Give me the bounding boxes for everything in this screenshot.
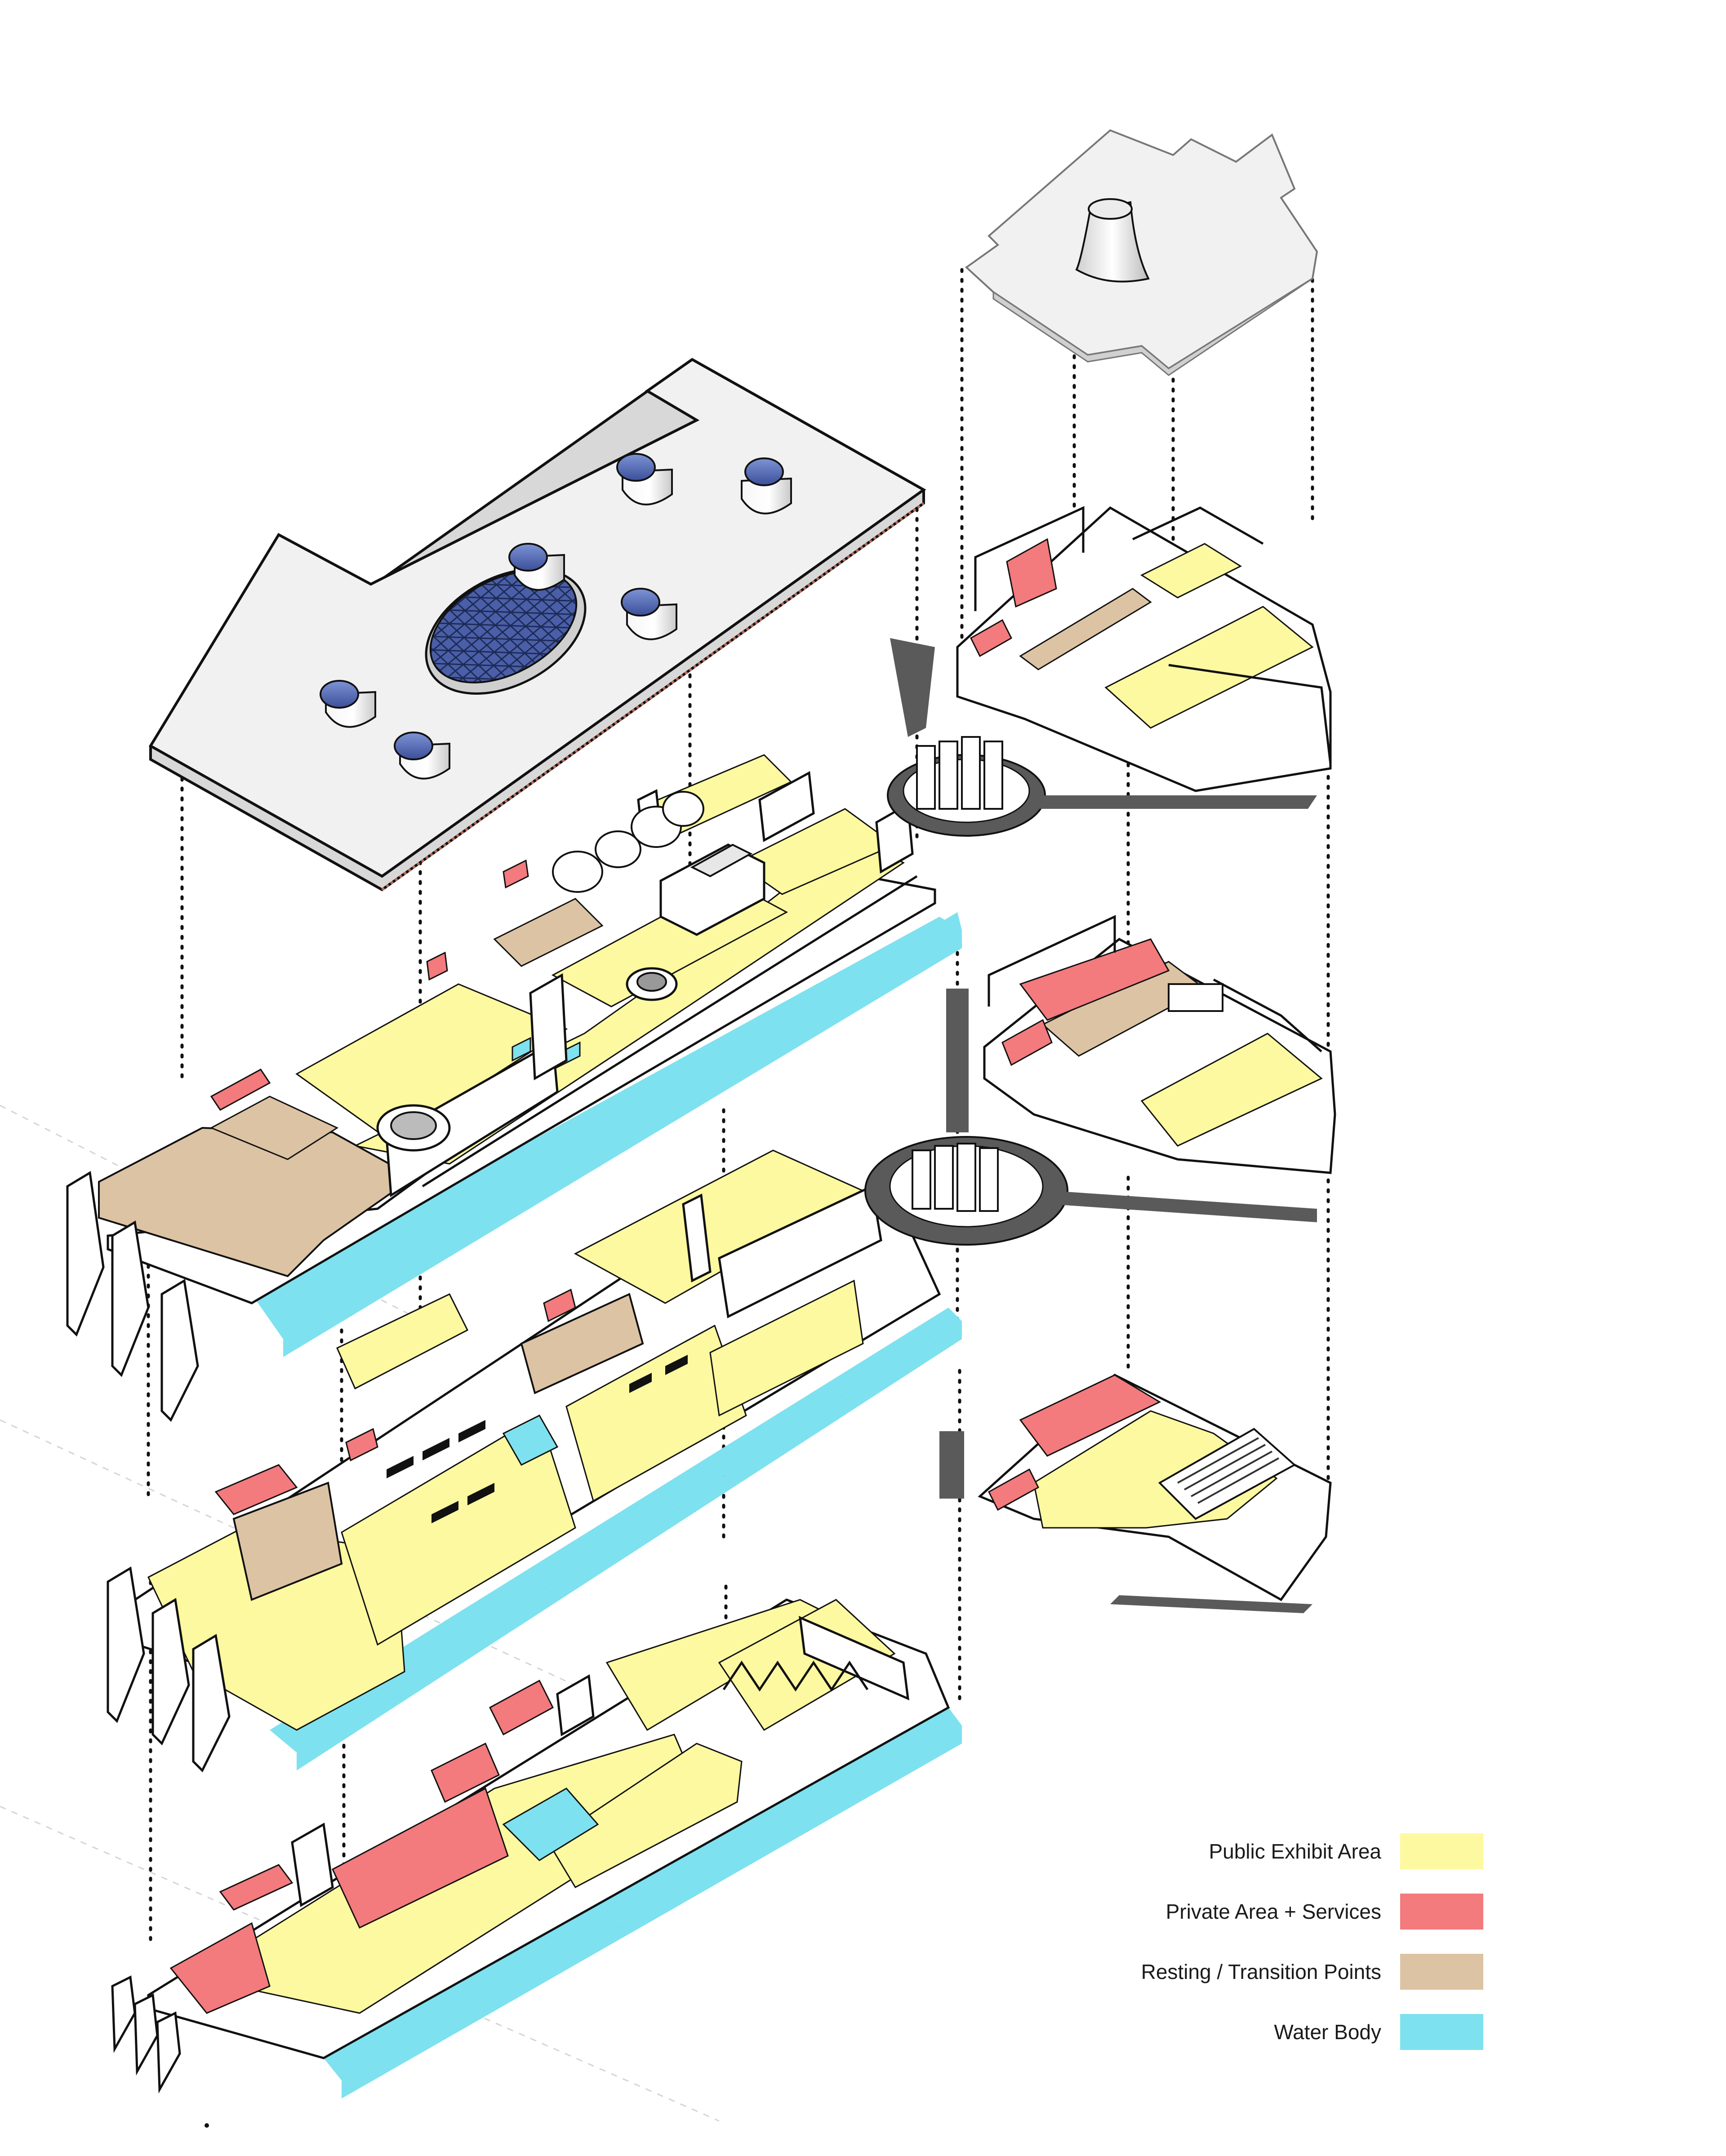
legend-label: Public Exhibit Area (1209, 1840, 1381, 1863)
circulation-core-middle (864, 989, 1317, 1246)
tower-floor-1 (978, 1374, 1332, 1613)
cylinder-skylight (621, 588, 677, 640)
legend-swatch-private (1400, 1894, 1483, 1930)
legend-swatch-water (1400, 2014, 1483, 2050)
tower-floor-2 (983, 915, 1336, 1174)
cylinder-skylight (320, 680, 376, 728)
cylinder-skylight (616, 453, 673, 506)
legend-item-water-body: Water Body (1034, 2014, 1483, 2050)
legend-item-private-area-services: Private Area + Services (1034, 1894, 1483, 1930)
circulation-core-lower (939, 1431, 964, 1499)
legend-item-resting-transition-points: Resting / Transition Points (1034, 1954, 1483, 1990)
legend-swatch-public (1400, 1833, 1483, 1869)
legend-swatch-resting (1400, 1954, 1483, 1990)
main-roof (148, 358, 926, 892)
legend-label: Water Body (1274, 2020, 1381, 2044)
tower-floor-3 (956, 506, 1332, 792)
tower-roof (965, 129, 1318, 376)
cylinder-skylight (741, 457, 792, 515)
main-floor-3 (66, 754, 962, 1422)
main-floor-1 (111, 1598, 962, 2098)
cone-skylight (1075, 198, 1150, 283)
skylight-dome (425, 568, 587, 695)
main-floor-2 (107, 1149, 962, 1773)
legend-label: Resting / Transition Points (1141, 1960, 1381, 1983)
cylinder-skylight (508, 543, 565, 591)
circulation-core-upper (887, 638, 1317, 837)
legend-item-public-exhibit-area: Public Exhibit Area (1034, 1833, 1483, 1869)
cylinder-skylight (394, 732, 450, 780)
legend-label: Private Area + Services (1165, 1900, 1381, 1923)
legend: Public Exhibit Area Private Area + Servi… (1034, 1833, 1483, 2074)
